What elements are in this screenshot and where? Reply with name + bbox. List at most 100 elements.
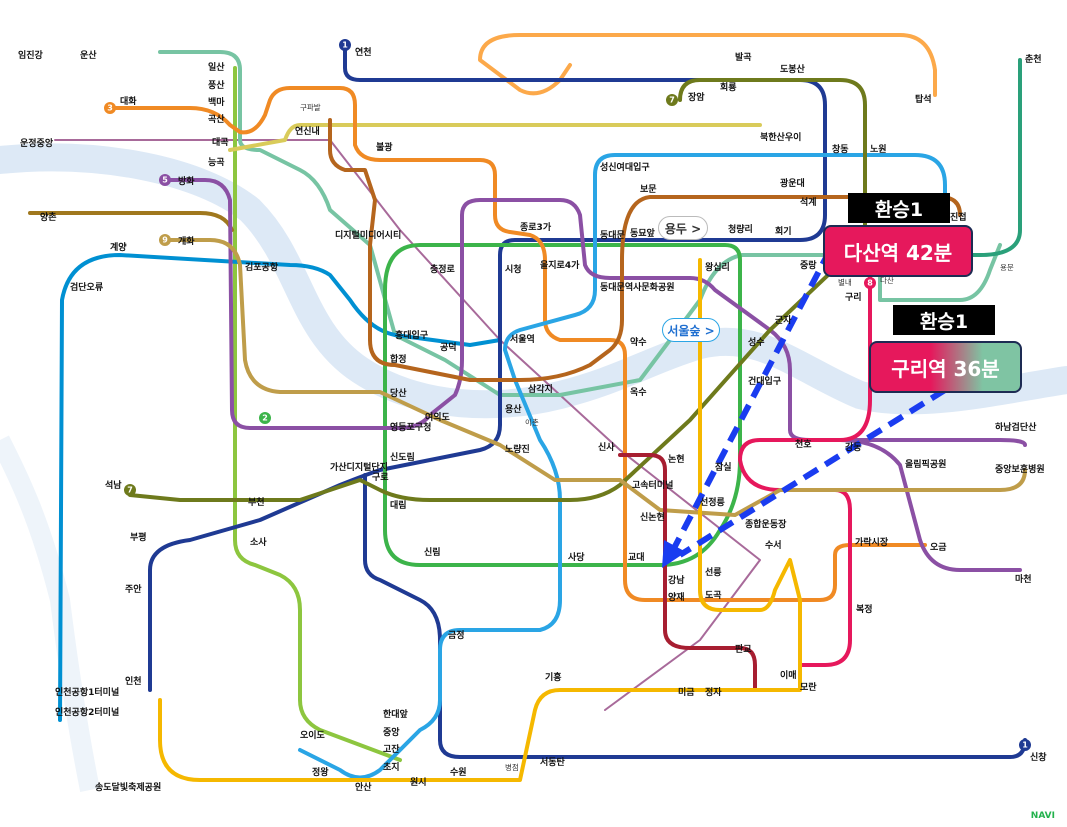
- station-label-geumjeong[interactable]: 금정: [448, 629, 465, 641]
- station-label-bomun[interactable]: 보문: [640, 184, 657, 195]
- station-label-cityhall[interactable]: 시청: [505, 263, 522, 275]
- station-label-dasan[interactable]: 다산: [880, 275, 894, 285]
- station-label-jangam[interactable]: 장암: [688, 91, 705, 103]
- station-label-tapseok[interactable]: 탑석: [915, 93, 932, 105]
- station-label-neunggok[interactable]: 능곡: [208, 157, 225, 168]
- station-label-byeollae[interactable]: 별내: [838, 277, 852, 287]
- station-label-imjingang[interactable]: 임진강: [18, 49, 44, 61]
- station-label-dongmyo[interactable]: 동묘앞: [630, 227, 656, 239]
- station-label-unsan[interactable]: 운산: [80, 49, 97, 61]
- station-label-choji[interactable]: 초지: [383, 761, 400, 773]
- station-label-bokjeong[interactable]: 복정: [856, 603, 873, 615]
- station-label-ansan[interactable]: 안산: [355, 781, 372, 793]
- station-label-sungshin[interactable]: 성신여대입구: [600, 161, 650, 173]
- station-label-gunja[interactable]: 군자: [775, 314, 792, 326]
- station-label-dobongsan[interactable]: 도봉산: [780, 63, 806, 75]
- station-label-veterans[interactable]: 중앙보훈병원: [995, 463, 1045, 475]
- station-label-banghwa[interactable]: 방화: [178, 175, 195, 187]
- station-label-gyeyang[interactable]: 계양: [110, 241, 127, 253]
- station-label-noryangjin[interactable]: 노량진: [505, 443, 530, 455]
- station-label-sinchang[interactable]: 신창: [1030, 751, 1047, 763]
- station-label-gojan[interactable]: 고잔: [383, 743, 400, 755]
- station-label-guri[interactable]: 구리: [845, 291, 862, 303]
- seoul-forest-station-link[interactable]: 서울숲 >: [662, 318, 720, 342]
- station-label-seodongtan[interactable]: 서동탄: [540, 756, 566, 768]
- station-label-guro[interactable]: 구로: [372, 472, 389, 483]
- station-label-seongnam[interactable]: 석남: [105, 479, 122, 491]
- station-label-dangsan[interactable]: 당산: [390, 387, 407, 399]
- station-label-ogeum[interactable]: 오금: [930, 542, 947, 553]
- station-label-moran[interactable]: 모란: [800, 681, 817, 693]
- station-label-yeoncheon[interactable]: 연천: [355, 47, 372, 58]
- station-label-gongdeok[interactable]: 공덕: [440, 342, 457, 353]
- station-label-hoegi[interactable]: 회기: [775, 225, 792, 237]
- station-label-yeonsinnae[interactable]: 연신내: [295, 125, 320, 137]
- station-label-jeongwang[interactable]: 정왕: [312, 766, 329, 778]
- station-label-songdo[interactable]: 송도달빛축제공원: [95, 781, 161, 793]
- station-label-nowon[interactable]: 노원: [870, 143, 887, 155]
- station-label-gaehwa[interactable]: 개화: [178, 235, 195, 247]
- station-label-ilsan[interactable]: 일산: [208, 61, 225, 73]
- station-label-cheongnyangni[interactable]: 청량리: [728, 223, 753, 235]
- station-label-jungang[interactable]: 중앙: [383, 726, 400, 738]
- station-label-jinjeop[interactable]: 진접: [950, 211, 967, 223]
- station-label-jungnang[interactable]: 중랑: [800, 259, 817, 271]
- station-label-seongsu[interactable]: 성수: [748, 336, 765, 348]
- station-label-wonsi[interactable]: 원시: [410, 776, 427, 788]
- station-label-jamsil[interactable]: 잠실: [715, 461, 732, 473]
- station-label-gangnam[interactable]: 강남: [668, 574, 685, 586]
- station-label-yangchon[interactable]: 양촌: [40, 211, 57, 223]
- station-label-samgakji[interactable]: 삼각지: [528, 383, 553, 395]
- station-label-dmc[interactable]: 디지털미디어시티: [335, 229, 401, 241]
- station-label-yangjae[interactable]: 양재: [668, 591, 685, 603]
- station-label-gangdong[interactable]: 강동: [845, 441, 862, 453]
- station-label-yongsan[interactable]: 용산: [505, 403, 522, 415]
- station-label-sinsa[interactable]: 신사: [598, 441, 615, 453]
- station-label-juan[interactable]: 주안: [125, 584, 142, 595]
- station-label-ddp[interactable]: 동대문역사문화공원: [600, 281, 675, 293]
- station-label-sports[interactable]: 종합운동장: [745, 518, 787, 530]
- station-label-goksan[interactable]: 곡산: [208, 113, 225, 125]
- station-label-baengma[interactable]: 백마: [208, 96, 225, 108]
- station-label-dongdaemun[interactable]: 동대문: [600, 229, 625, 241]
- station-label-cheonho[interactable]: 천호: [795, 439, 812, 450]
- station-label-hapjeong[interactable]: 합정: [390, 353, 407, 365]
- station-label-byeongjeom[interactable]: 병점: [505, 762, 519, 772]
- station-label-oido[interactable]: 오이도: [300, 729, 326, 741]
- station-label-imae[interactable]: 이매: [780, 669, 797, 681]
- station-label-uiseong[interactable]: 북한산우이: [760, 131, 801, 143]
- station-label-bucheon[interactable]: 부천: [248, 497, 265, 508]
- yongdu-station-link[interactable]: 용두 >: [658, 216, 708, 240]
- station-label-sosa[interactable]: 소사: [250, 536, 267, 548]
- station-label-gupabal[interactable]: 구파발: [300, 103, 321, 112]
- station-label-nonhyeon[interactable]: 논현: [668, 453, 685, 465]
- station-label-garak[interactable]: 가락시장: [855, 536, 889, 548]
- station-label-ichon[interactable]: 이촌: [525, 417, 539, 427]
- station-label-macheon[interactable]: 마천: [1015, 573, 1032, 585]
- station-label-gwangwoon[interactable]: 광운대: [780, 177, 805, 189]
- station-label-chuncheon[interactable]: 춘천: [1025, 53, 1042, 65]
- station-label-changdong[interactable]: 창동: [832, 143, 849, 155]
- station-label-icn2[interactable]: 인천공항2터미널: [55, 706, 119, 718]
- station-label-jeongja[interactable]: 정자: [705, 686, 722, 698]
- station-label-seolleung[interactable]: 선릉: [705, 566, 722, 578]
- station-label-seokgye[interactable]: 석계: [800, 196, 817, 208]
- station-label-seonjeongneung[interactable]: 선정릉: [700, 496, 725, 508]
- station-label-unjeong[interactable]: 운정중앙: [20, 137, 54, 149]
- station-label-daegok[interactable]: 대곡: [212, 136, 229, 148]
- station-label-pangyo[interactable]: 판교: [735, 643, 752, 655]
- station-label-sadang[interactable]: 사당: [568, 551, 585, 563]
- station-label-pungsan[interactable]: 풍산: [208, 79, 225, 91]
- station-label-bupyeong[interactable]: 부평: [130, 531, 147, 543]
- station-label-dogok[interactable]: 도곡: [705, 590, 722, 601]
- station-label-yaksu[interactable]: 약수: [630, 336, 647, 348]
- station-label-bulgwang[interactable]: 불광: [376, 141, 393, 153]
- station-label-suwon[interactable]: 수원: [450, 766, 467, 778]
- station-label-daehwa[interactable]: 대화: [120, 95, 137, 107]
- station-label-suseo[interactable]: 수서: [765, 539, 782, 551]
- station-label-chungjeongno[interactable]: 충정로: [430, 263, 456, 275]
- station-label-daerim[interactable]: 대림: [390, 499, 407, 511]
- station-label-kondae[interactable]: 건대입구: [748, 375, 781, 387]
- station-label-incheon[interactable]: 인천: [125, 676, 142, 687]
- station-label-olympic[interactable]: 올림픽공원: [905, 458, 946, 470]
